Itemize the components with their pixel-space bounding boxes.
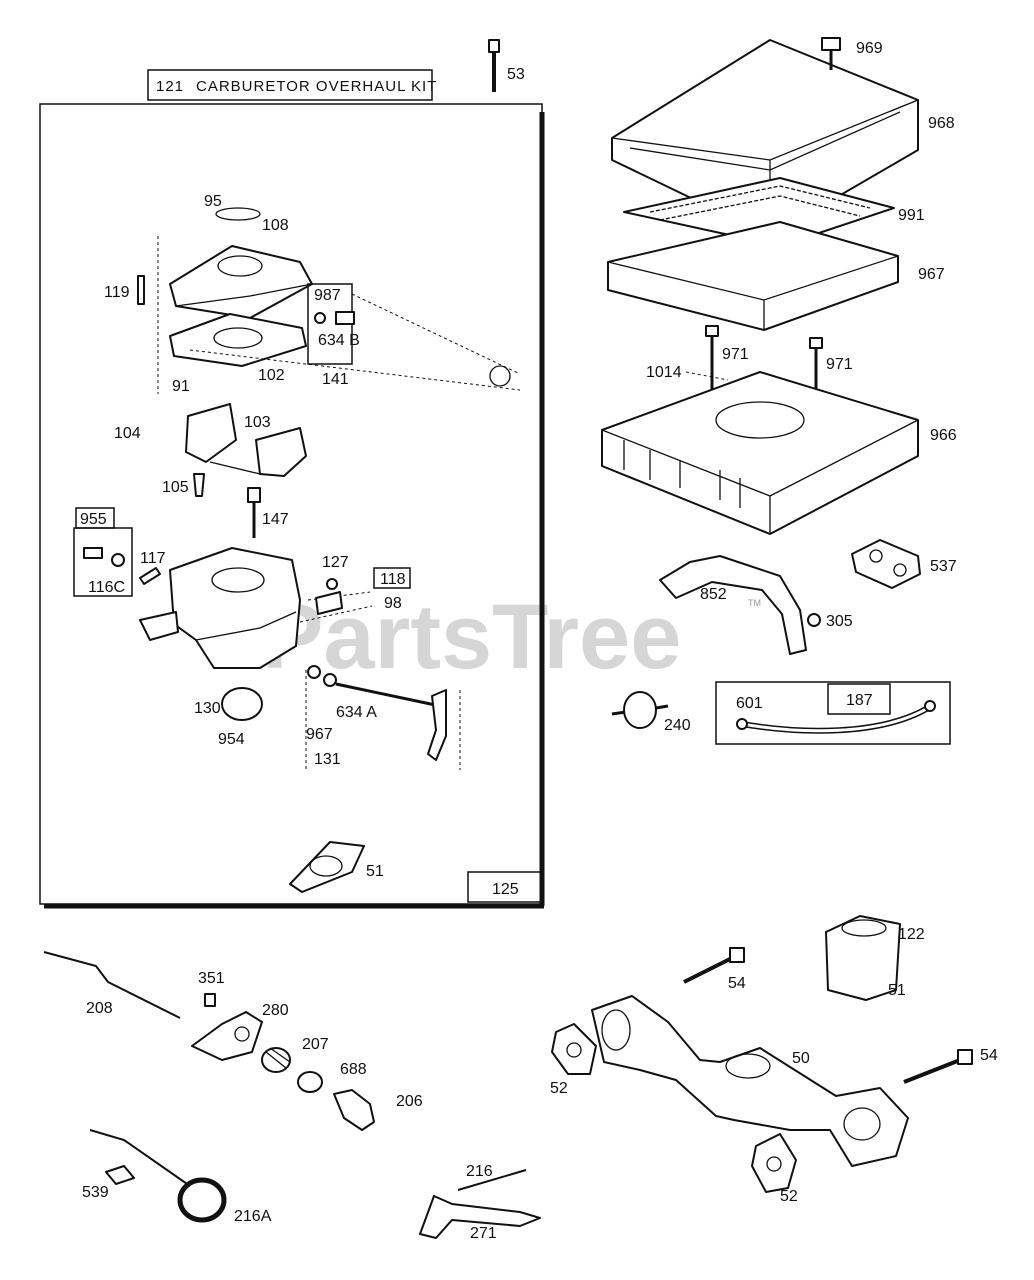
intake-manifold-50: 50 <box>591 995 909 1167</box>
knob-206: 206 <box>333 1089 423 1131</box>
label-116c: 116C <box>88 579 125 596</box>
fuel-filter-240: 240 <box>611 691 691 734</box>
label-51-b: 51 <box>888 982 906 999</box>
link-216-271: 216 271 <box>419 1163 541 1242</box>
label-688: 688 <box>340 1061 367 1078</box>
label-634-a: 634 A <box>336 704 377 721</box>
label-240: 240 <box>664 717 691 734</box>
label-51-a: 51 <box>366 863 384 880</box>
bolt-53: 53 <box>488 39 525 92</box>
control-cable-216a: 539 216A <box>82 1129 272 1225</box>
kit-box-number: 125 <box>492 881 519 898</box>
knob-969: 969 <box>821 37 883 70</box>
carburetor-kit-panel: 121 CARBURETOR OVERHAUL KIT 125 <box>39 69 545 909</box>
label-852: 852 <box>700 586 727 603</box>
governor-link-208: 208 <box>43 951 181 1019</box>
label-108: 108 <box>262 217 289 234</box>
label-105: 105 <box>162 479 189 496</box>
float-bowl-upper-group: 95 108 119 987 634 B 91 102 141 <box>104 193 521 395</box>
label-53: 53 <box>507 66 525 83</box>
label-118: 118 <box>380 571 406 588</box>
label-987: 987 <box>314 287 341 304</box>
gasket-537: 537 <box>851 539 957 589</box>
label-601: 601 <box>736 695 763 712</box>
label-130: 130 <box>194 700 221 717</box>
label-98: 98 <box>384 595 402 612</box>
label-91: 91 <box>172 378 190 395</box>
label-52-b: 52 <box>780 1188 798 1205</box>
label-966: 966 <box>930 427 957 444</box>
label-967-filter: 967 <box>918 266 945 283</box>
label-147: 147 <box>262 511 289 528</box>
throttle-plate-954: 130 954 <box>194 687 263 748</box>
label-271: 271 <box>470 1225 497 1242</box>
label-954: 954 <box>218 731 245 748</box>
gasket-52-right: 52 <box>751 1133 798 1205</box>
label-117: 117 <box>140 550 166 567</box>
label-969: 969 <box>856 40 883 57</box>
label-52-a: 52 <box>550 1080 568 1097</box>
label-119: 119 <box>104 284 130 301</box>
kit-title-box <box>147 69 433 101</box>
label-216a: 216A <box>234 1208 272 1225</box>
screw-351: 351 <box>198 970 225 1007</box>
bracket-852: 852 <box>659 555 807 655</box>
filter-tray-967: 967 <box>607 221 945 331</box>
fuel-line-kit-187: 187 601 <box>715 681 951 745</box>
label-131: 131 <box>314 751 341 768</box>
air-cleaner-base-966: 966 <box>601 371 957 535</box>
label-54-b: 54 <box>980 1047 998 1064</box>
label-539: 539 <box>82 1184 109 1201</box>
kit-title: CARBURETOR OVERHAUL KIT <box>196 78 437 95</box>
bolt-54-upper: 54 <box>683 947 746 992</box>
label-102: 102 <box>258 367 285 384</box>
label-122: 122 <box>898 926 925 943</box>
label-206: 206 <box>396 1093 423 1110</box>
washer-688: 688 <box>297 1061 367 1093</box>
float-bowl-103: 104 103 105 <box>114 403 307 497</box>
watermark-tm: TM <box>748 598 761 608</box>
label-305: 305 <box>826 613 853 630</box>
gasket-52-left: 52 <box>550 1023 597 1097</box>
label-103: 103 <box>244 414 271 431</box>
bolt-54-lower: 54 <box>903 1047 998 1084</box>
label-968: 968 <box>928 115 955 132</box>
kit-number-box <box>467 871 543 903</box>
kit-frame <box>39 103 543 905</box>
spring-207: 207 <box>261 1036 329 1073</box>
label-216: 216 <box>466 1163 493 1180</box>
label-50: 50 <box>792 1050 810 1067</box>
label-141: 141 <box>322 371 349 388</box>
idle-screw-kit-955: 955 116C 117 <box>73 507 166 597</box>
label-971-b: 971 <box>826 356 853 373</box>
bracket-280: 280 <box>191 1002 289 1061</box>
label-54-a: 54 <box>728 975 746 992</box>
label-104: 104 <box>114 425 141 442</box>
needle-valve-147: 147 <box>247 487 289 538</box>
carburetor-body: 127 118 98 <box>139 547 411 669</box>
label-971-a: 971 <box>722 346 749 363</box>
label-991: 991 <box>898 207 925 224</box>
label-127: 127 <box>322 554 349 571</box>
label-955: 955 <box>80 511 107 528</box>
throttle-shaft-group: 967 634 A 131 <box>305 665 461 770</box>
label-537: 537 <box>930 558 957 575</box>
label-634-b: 634 B <box>318 332 360 349</box>
screw-305: 305 <box>807 613 853 630</box>
label-207: 207 <box>302 1036 329 1053</box>
label-1014: 1014 <box>646 364 682 381</box>
elbow-122: 122 51 <box>825 915 925 1001</box>
label-351: 351 <box>198 970 225 987</box>
filter-element-991: 991 <box>623 177 925 247</box>
gasket-51-kit: 51 <box>289 841 384 893</box>
label-280: 280 <box>262 1002 289 1019</box>
label-208: 208 <box>86 1000 113 1017</box>
label-95: 95 <box>204 193 222 210</box>
label-187: 187 <box>846 692 873 709</box>
kit-number: 121 <box>156 78 184 95</box>
label-967-b: 967 <box>306 726 333 743</box>
